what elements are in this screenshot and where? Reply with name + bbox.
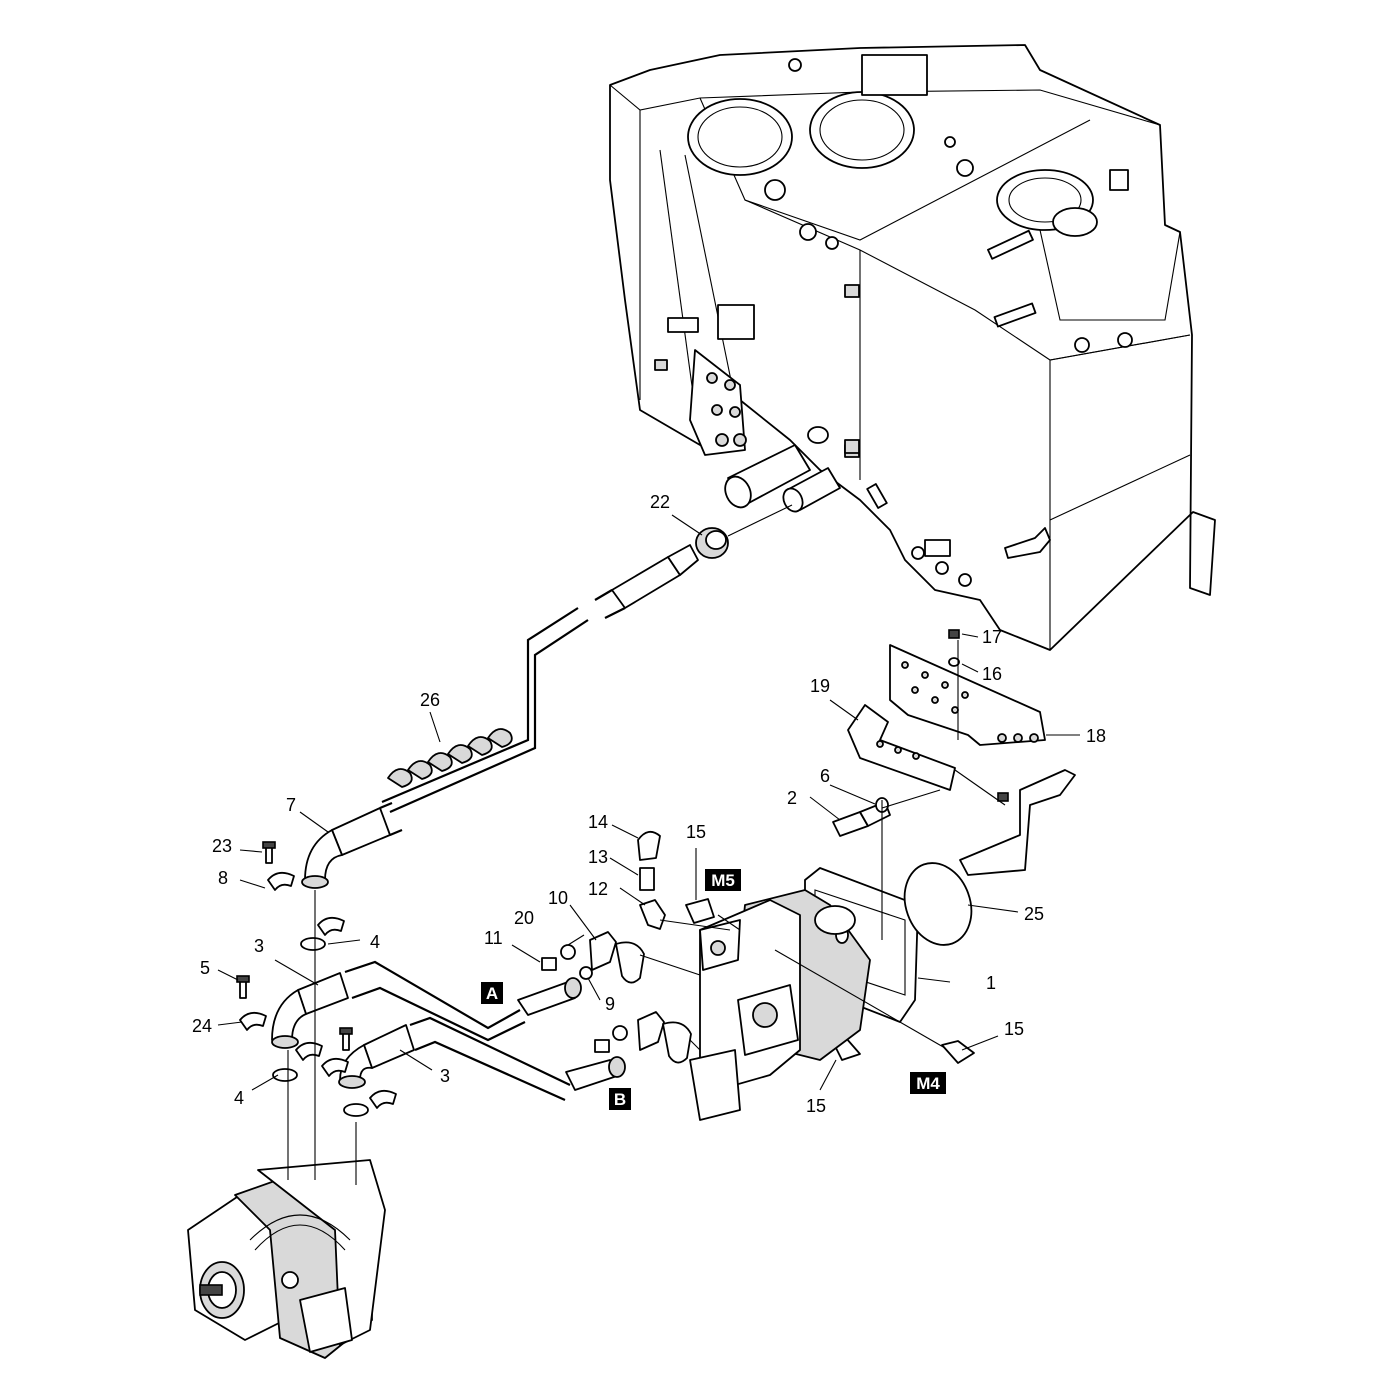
callout-8: 8 xyxy=(218,868,228,888)
callout-4b: 4 xyxy=(234,1088,244,1108)
svg-text:B: B xyxy=(614,1090,626,1109)
callout-24: 24 xyxy=(192,1016,212,1036)
callout-15b: 15 xyxy=(806,1096,826,1116)
o-ring-25 xyxy=(903,862,973,946)
hose-assembly-upper xyxy=(301,544,699,889)
bolt-23-clamp-8 xyxy=(262,841,345,951)
badge-m5: M5 xyxy=(705,869,741,891)
callout-19: 19 xyxy=(810,676,830,696)
callout-17: 17 xyxy=(982,627,1002,647)
callout-7: 7 xyxy=(286,795,296,815)
badge-a: A xyxy=(481,982,503,1004)
callout-22: 22 xyxy=(650,492,670,512)
fittings-12-15 xyxy=(637,830,975,1064)
hose-assembly-lower xyxy=(236,960,571,1117)
badge-b: B xyxy=(609,1088,631,1110)
hydraulic-pump xyxy=(187,1159,386,1359)
chassis-frame xyxy=(609,44,1216,651)
leader-lines xyxy=(217,514,1080,1185)
callout-9: 9 xyxy=(605,994,615,1014)
callout-3b: 3 xyxy=(440,1066,450,1086)
callout-4a: 4 xyxy=(370,932,380,952)
callout-26: 26 xyxy=(420,690,440,710)
callout-10: 10 xyxy=(548,888,568,908)
callout-23: 23 xyxy=(212,836,232,856)
callout-16: 16 xyxy=(982,664,1002,684)
svg-text:A: A xyxy=(486,984,498,1003)
callout-25: 25 xyxy=(1024,904,1044,924)
callout-6: 6 xyxy=(820,766,830,786)
callout-3a: 3 xyxy=(254,936,264,956)
badge-m4: M4 xyxy=(910,1072,946,1094)
svg-text:M4: M4 xyxy=(916,1074,940,1093)
callout-1: 1 xyxy=(986,973,996,993)
brackets-16-19 xyxy=(832,629,1076,876)
callout-14: 14 xyxy=(588,812,608,832)
callout-11: 11 xyxy=(484,928,503,948)
spiral-guard-26 xyxy=(387,728,513,788)
callout-13: 13 xyxy=(588,847,608,867)
part-22-fitting xyxy=(695,504,793,559)
callout-15c: 15 xyxy=(1004,1019,1024,1039)
callout-18: 18 xyxy=(1086,726,1106,746)
callout-15a: 15 xyxy=(686,822,706,842)
callout-5: 5 xyxy=(200,958,210,978)
callout-20: 20 xyxy=(514,908,534,928)
callout-2: 2 xyxy=(787,788,797,808)
port-badges: A B M4 M5 xyxy=(481,869,946,1110)
fittings-a-b xyxy=(517,931,692,1091)
callout-labels: 1 2 3 3 4 4 5 6 7 8 9 10 11 12 13 14 15 … xyxy=(192,492,1106,1116)
hydraulic-motor-1 xyxy=(689,867,919,1121)
svg-text:M5: M5 xyxy=(711,871,735,890)
callout-12: 12 xyxy=(588,879,608,899)
